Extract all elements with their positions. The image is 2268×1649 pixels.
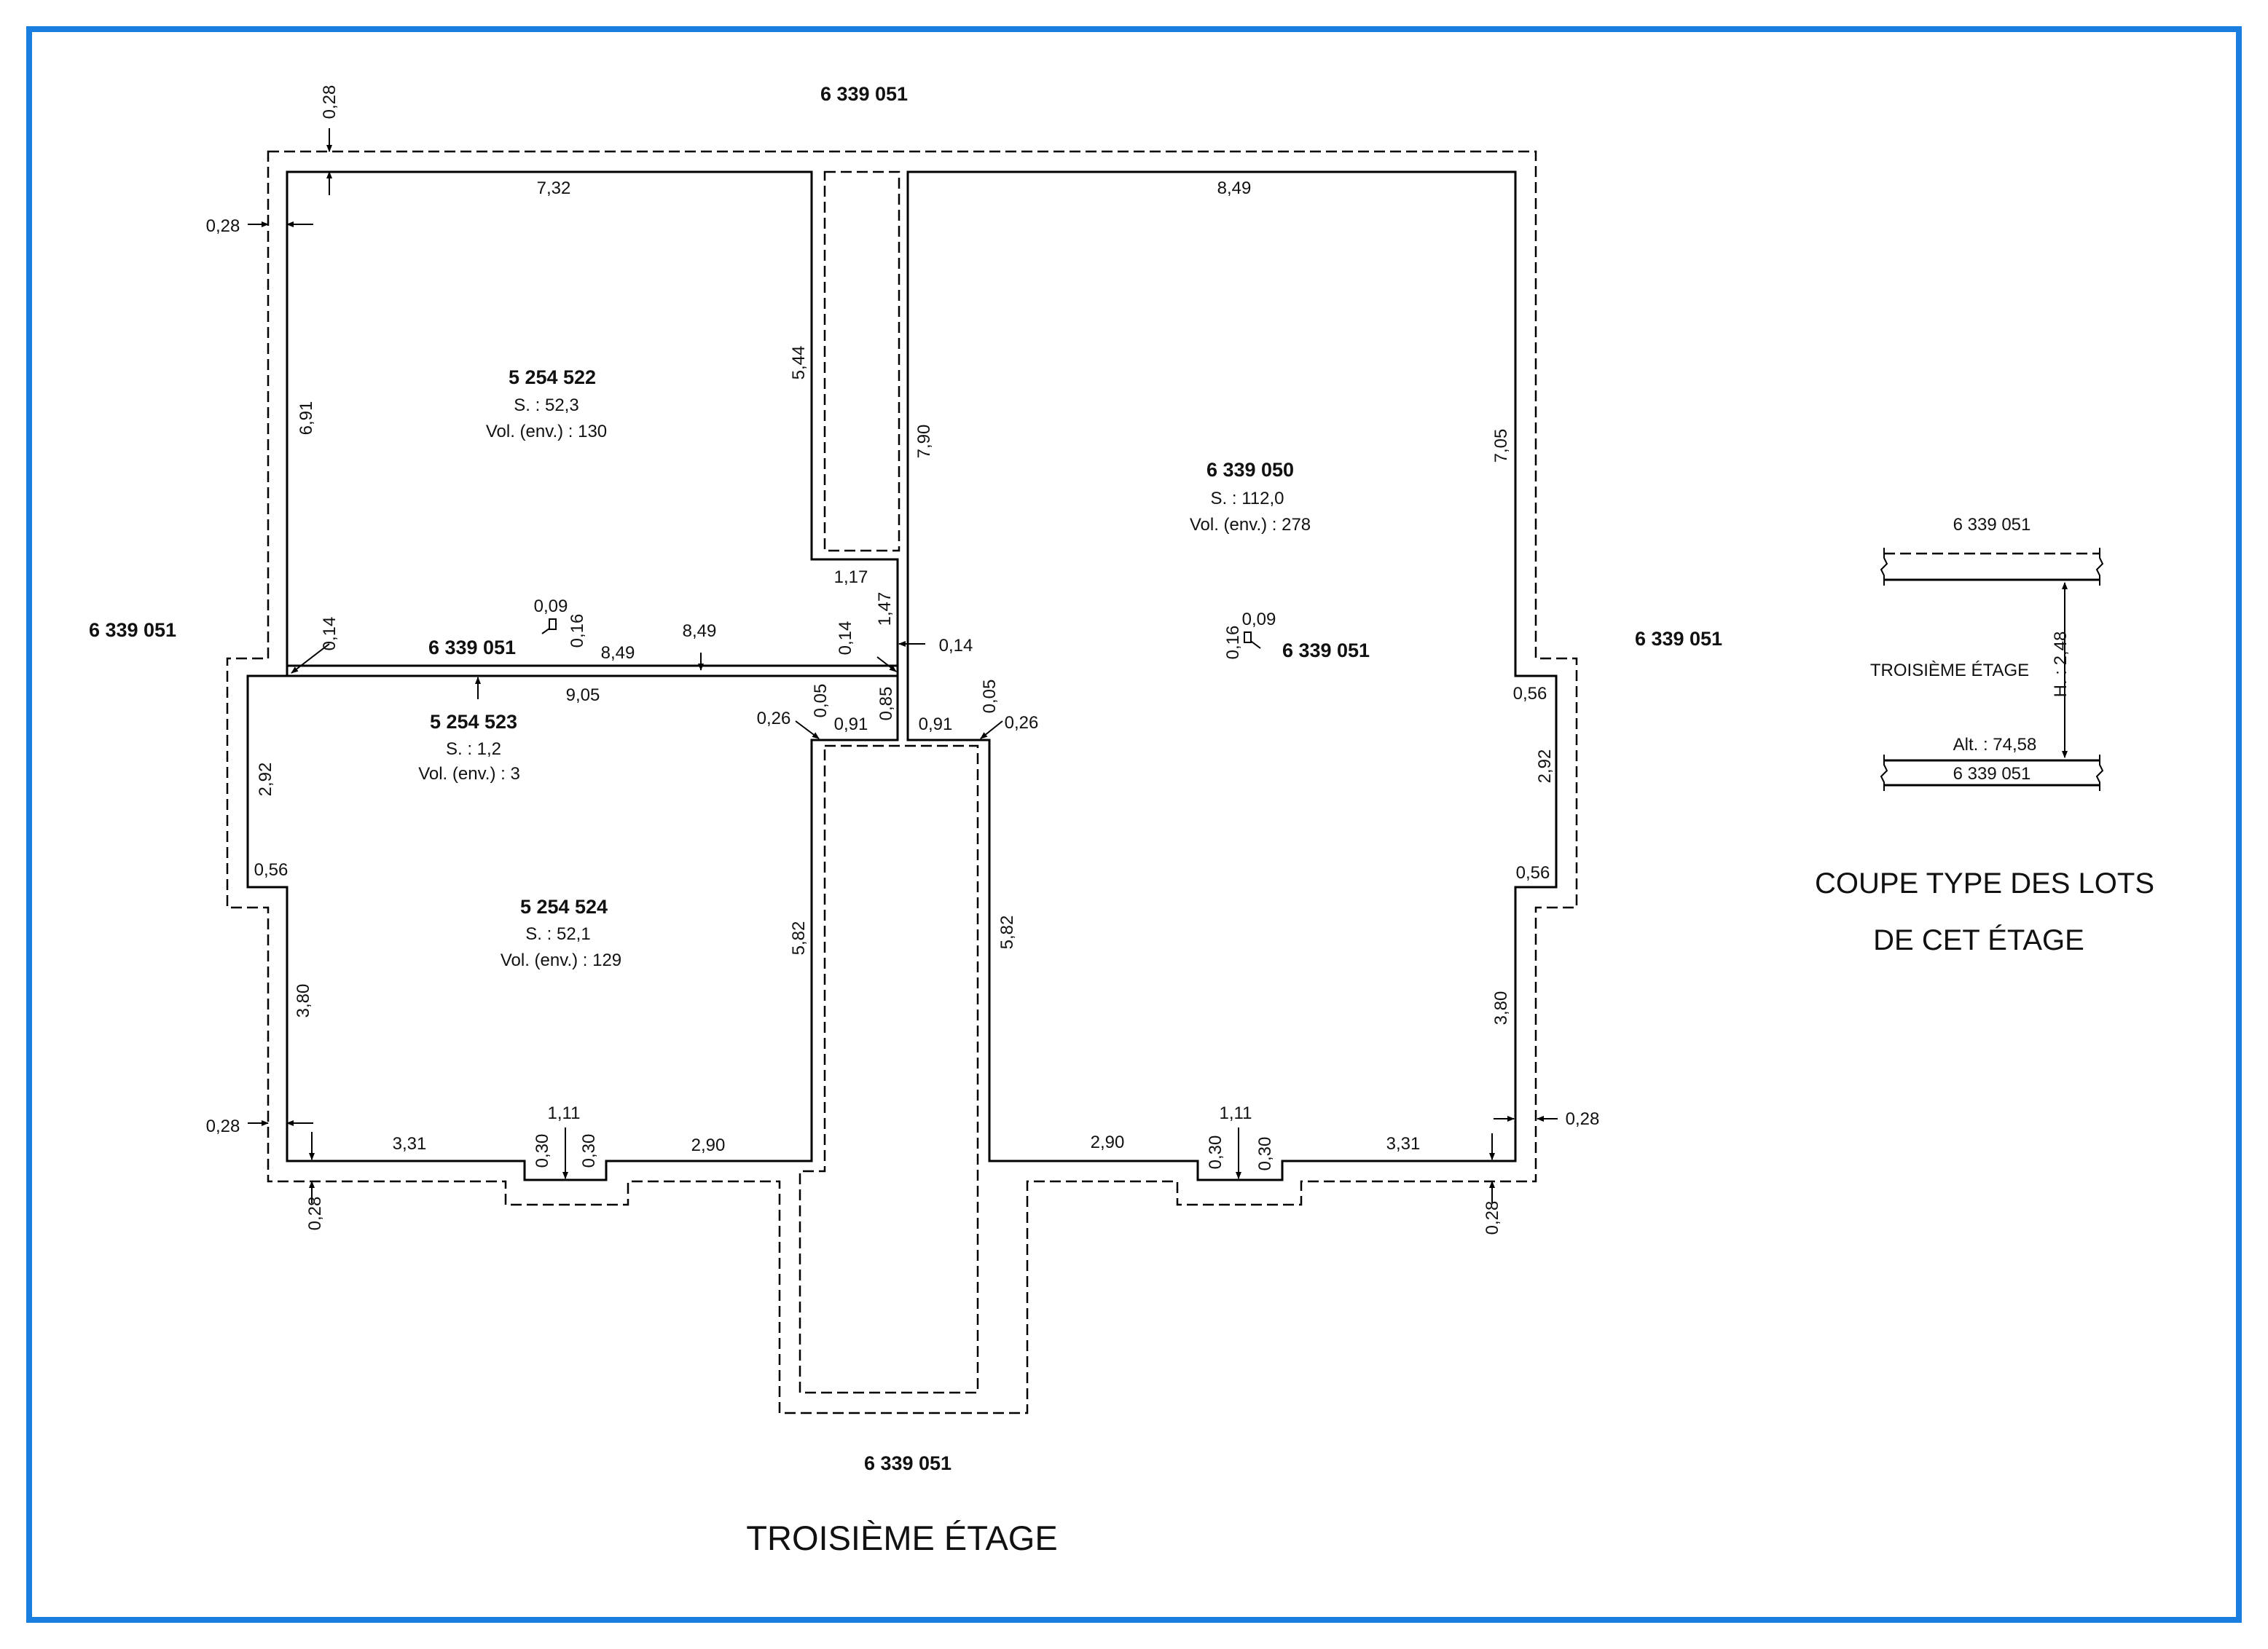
dim-lot522-notch: 1,17 [834,567,868,587]
dim-corridor-049: 8,49 [601,643,635,663]
dim-corridor-849: 8,49 [683,621,717,641]
dim-notch-014-b: 0,14 [939,636,973,656]
dim-left-bottom-028-v: 0,28 [305,1197,325,1231]
dim-right-bottom-290: 2,90 [1091,1133,1125,1152]
page-frame [26,26,2242,1623]
dim-corridor-905: 9,05 [566,685,600,705]
dim-left-bottom-331: 3,31 [393,1134,427,1154]
neighbor-label-bottom: 6 339 051 [864,1452,951,1474]
dim-top-left-offset-v: 0,28 [320,85,340,119]
neighbor-label-corridor: 6 339 051 [428,637,516,658]
lot-5254523-id: 5 254 523 [430,711,517,733]
legend-top-lot: 6 339 051 [1953,515,2031,535]
lot-5254523-volume: Vol. (env.) : 3 [418,764,520,784]
lot-5254522-id: 5 254 522 [509,366,596,388]
lot-5254522-outline [286,170,899,667]
dim-right-056-b: 0,56 [1516,863,1550,883]
dim-left-026: 0,26 [757,709,791,728]
neighbor-label-left: 6 339 051 [89,619,176,641]
lot-6339050-volume: Vol. (env.) : 278 [1190,515,1311,535]
dim-right-bottom-331: 3,31 [1386,1134,1421,1154]
outer-dashed-limit [226,150,1578,1414]
dim-notch-147: 1,47 [875,592,895,626]
dim-left-085: 0,85 [876,687,896,721]
legend-height: H. : 2,48 [2051,631,2071,698]
lot-5254524-volume: Vol. (env.) : 129 [501,951,621,970]
shaft-dashed [823,170,900,552]
neighbor-label-right-inner: 6 339 051 [1282,639,1370,661]
plan-title: TROISIÈME ÉTAGE [746,1519,1057,1557]
dim-right-bottom-111: 1,11 [1220,1103,1252,1123]
lot-6339050-surface: S. : 112,0 [1211,489,1284,508]
dim-top-left-offset-h: 0,28 [206,216,240,236]
dim-right-bottom-030-a: 0,30 [1206,1136,1225,1170]
dim-right-bottom-028-h: 0,28 [1566,1109,1600,1129]
dim-right-026: 0,26 [1005,713,1039,733]
legend-altitude: Alt. : 74,58 [1953,735,2037,755]
dim-left-380: 3,80 [294,984,313,1018]
dim-right-582: 5,82 [997,916,1017,950]
dim-lot522-left: 6,91 [297,401,316,436]
dim-right-091: 0,91 [919,715,953,734]
dim-lot050-top: 8,49 [1217,178,1252,198]
dim-right-005: 0,05 [980,680,1000,714]
dim-right-292: 2,92 [1535,749,1555,784]
legend-floor: TROISIÈME ÉTAGE [1870,661,2029,680]
dim-left-bottom-290: 2,90 [691,1136,726,1155]
dim-lot050-right: 7,05 [1491,429,1511,463]
dim-left-091: 0,91 [834,715,868,734]
dim-left-bottom-030-b: 0,30 [579,1134,599,1168]
lot-5254522-volume: Vol. (env.) : 130 [486,422,607,441]
dim-left-bottom-028-h: 0,28 [206,1117,240,1136]
neighbor-label-right: 6 339 051 [1635,628,1722,650]
legend-bottom-lot: 6 339 051 [1953,764,2031,784]
dim-left-582: 5,82 [789,921,809,956]
dim-left-bottom-111: 1,11 [548,1103,581,1123]
dim-corridor-014-left: 0,14 [320,617,340,651]
dimension-arrows [248,128,1558,1203]
dim-right-bottom-030-b: 0,30 [1255,1137,1275,1171]
dim-right-380: 3,80 [1491,991,1511,1026]
dim-lot522-top: 7,32 [537,178,571,198]
dim-right-bottom-028-v: 0,28 [1483,1201,1502,1235]
legend-caption-line1: COUPE TYPE DES LOTS [1815,867,2154,900]
legend-caption-line2: DE CET ÉTAGE [1873,924,2084,956]
dimension-labels-vertical: 0,28 6,91 5,44 7,90 7,05 1,47 0,14 0,16 … [256,85,1555,1235]
lot-5254524-id: 5 254 524 [520,896,608,918]
dim-corridor-pt-016: 0,16 [568,614,587,648]
lot-5254524-surface: S. : 52,1 [525,924,590,944]
lot-6339050-id: 6 339 050 [1206,459,1294,481]
dim-right-056-a: 0,56 [1513,684,1547,704]
dim-notch-014-a: 0,14 [836,621,855,656]
neighbor-label-top: 6 339 051 [820,83,908,105]
lot-6339050-outline [906,170,1558,1181]
dim-lot050-pt-009: 0,09 [1242,610,1276,629]
lot-5254523-surface: S. : 1,2 [446,739,501,759]
dim-left-056-a: 0,56 [254,860,289,880]
dim-left-292: 2,92 [256,763,275,797]
dim-lot050-pt-016: 0,16 [1223,626,1243,660]
typical-section-legend: 6 339 051 TROISIÈME ÉTAGE H. : 2,48 Alt.… [1815,515,2154,956]
dim-corridor-pt-009: 0,09 [534,597,568,616]
lot-5254524-outline [246,674,899,1181]
dim-left-005: 0,05 [811,684,831,718]
lot-5254523-outline [286,664,899,677]
corridor-dashed [798,744,979,1394]
dimension-labels-horizontal: 0,28 7,32 8,49 1,17 0,14 0,09 8,49 8,49 … [206,178,1600,1155]
lot-5254522-surface: S. : 52,3 [514,395,578,415]
dim-center-wall: 7,90 [914,425,934,459]
dim-lot522-right: 5,44 [789,346,809,380]
dim-left-bottom-030-a: 0,30 [533,1134,552,1168]
